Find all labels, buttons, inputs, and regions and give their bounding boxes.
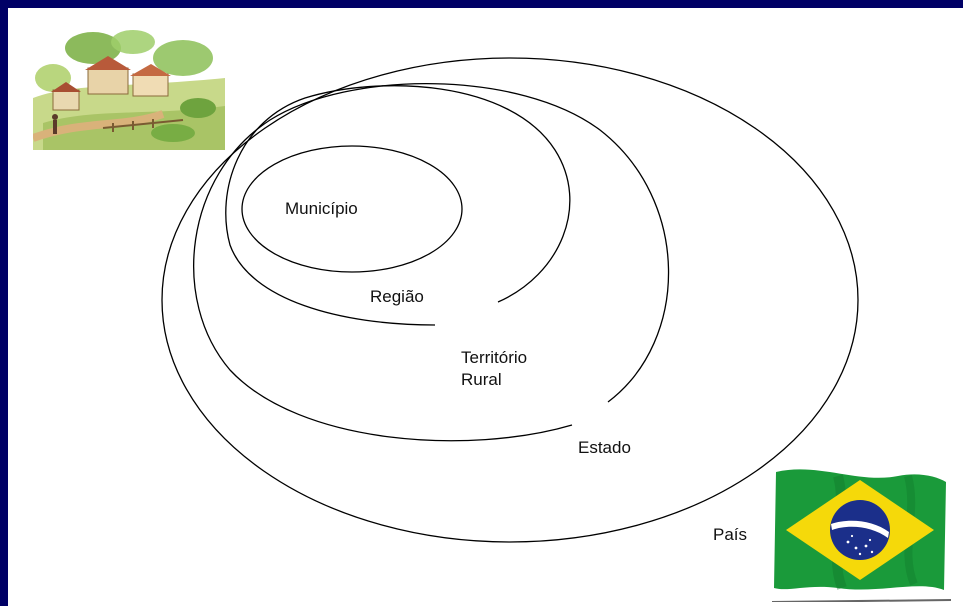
municipio-ellipse <box>241 145 463 273</box>
estado-label: Estado <box>578 438 631 457</box>
territorio-arc <box>225 85 571 326</box>
estado-arc <box>193 83 670 442</box>
frame-top <box>0 0 963 8</box>
territorio-label-line1: Território <box>461 348 528 367</box>
brazil-flag-illustration <box>771 469 951 602</box>
frame-left <box>0 0 8 606</box>
municipio-label: Município <box>285 199 358 218</box>
territorio-label: Território Rural <box>461 347 527 391</box>
pais-ellipse <box>161 57 859 543</box>
regiao-label: Região <box>370 287 424 306</box>
pais-label: País <box>713 525 748 544</box>
village-illustration <box>33 28 225 150</box>
territorio-label-line2: Rural <box>461 370 502 389</box>
